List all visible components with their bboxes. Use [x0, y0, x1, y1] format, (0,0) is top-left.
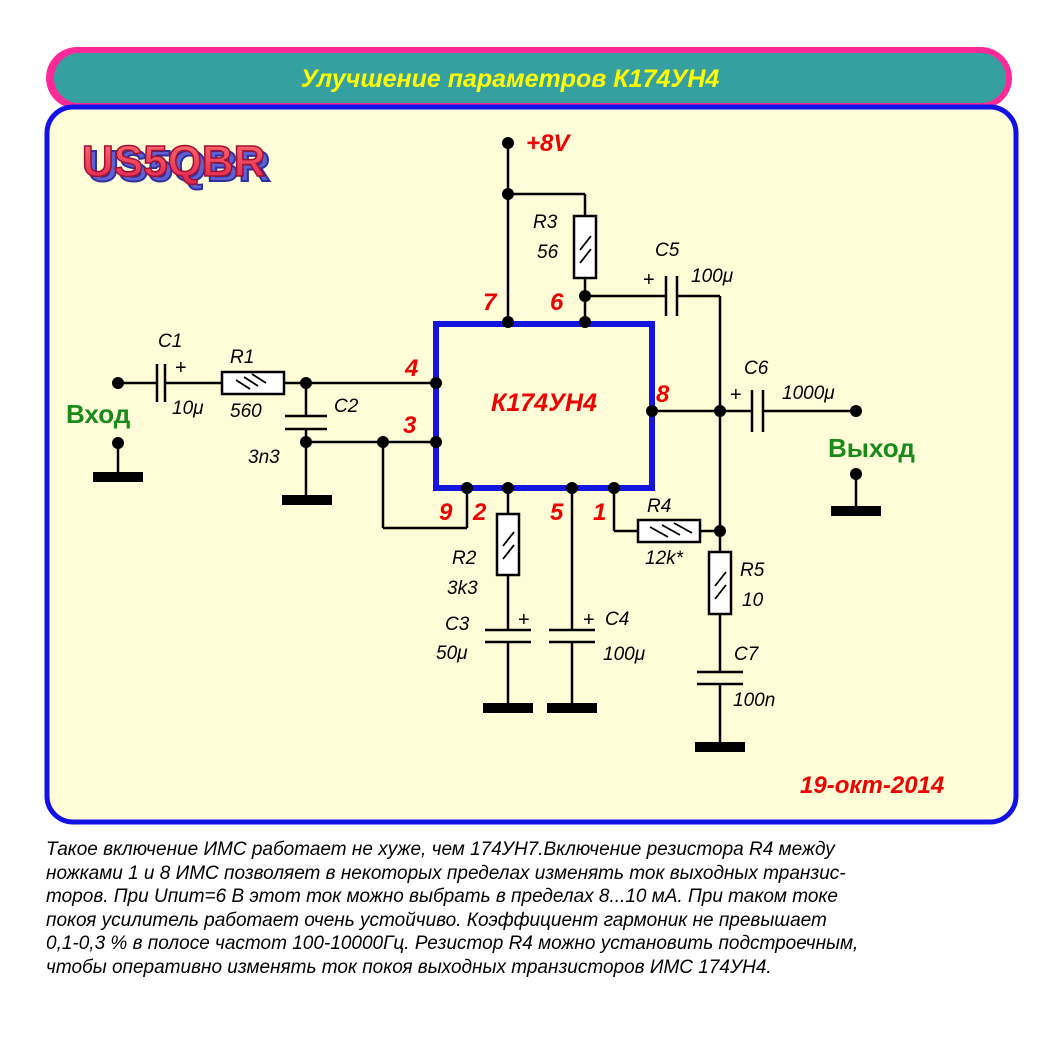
pin-4: 4 [404, 355, 418, 382]
c3-name: C3 [445, 614, 470, 635]
c7-value: 100n [733, 690, 775, 711]
c6-value: 1000μ [782, 383, 835, 404]
c5-name: C5 [655, 240, 680, 261]
c3-plus: + [518, 609, 530, 631]
ic-label: К174УН4 [491, 389, 597, 417]
description-line: Такое включение ИМС работает не хуже, че… [46, 839, 835, 860]
date-label: 19-окт-2014 [800, 772, 944, 799]
c3-value: 50μ [436, 643, 468, 664]
description-line: торов. При Uпит=6 В этот ток можно выбра… [46, 886, 838, 907]
pin-2: 2 [472, 499, 487, 526]
r5-name: R5 [740, 560, 765, 581]
description-text: Такое включение ИМС работает не хуже, че… [46, 838, 1006, 979]
pin-numbers: 7 6 4 3 8 9 2 5 1 [403, 289, 670, 526]
r2-name: R2 [452, 548, 477, 569]
resistor-marks [235, 235, 727, 600]
polarity-marks: + + + + + [175, 269, 742, 631]
c1-name: C1 [158, 331, 182, 352]
pin-7: 7 [483, 289, 498, 316]
ground-symbols [93, 472, 881, 752]
r5-value: 10 [742, 590, 764, 611]
r3-body [572, 214, 598, 280]
r1-name: R1 [230, 347, 254, 368]
output-label: Выход [828, 433, 915, 463]
r2-body [495, 512, 521, 577]
r1-value: 560 [230, 401, 262, 422]
r3-value: 56 [537, 242, 559, 263]
resistor-bodies [220, 214, 733, 616]
c6-plus: + [730, 384, 742, 406]
pin-6: 6 [550, 289, 564, 316]
pin-3: 3 [403, 412, 417, 439]
pin-5: 5 [550, 499, 564, 526]
c1-value: 10μ [172, 398, 204, 419]
c4-value: 100μ [603, 644, 646, 665]
component-labels: C1 10μ R1 560 C2 3n3 R3 56 C5 100μ C6 10… [158, 212, 835, 711]
description-line: 0,1-0,3 % в полосе частот 100-10000Гц. Р… [46, 933, 859, 954]
supply-label: +8V [526, 130, 571, 157]
c4-plus: + [583, 609, 595, 631]
r3-name: R3 [533, 212, 558, 233]
r2-value: 3k3 [447, 578, 478, 599]
description-line: покоя усилитель работает очень устойчиво… [46, 909, 827, 931]
description-line: чтобы оперативно изменять ток покоя выхо… [46, 956, 772, 978]
r4-value: 12k* [645, 548, 684, 569]
ic-body [433, 321, 655, 491]
c5-value: 100μ [691, 266, 734, 287]
c5-plus: + [643, 269, 655, 291]
c6-name: C6 [744, 358, 769, 379]
r4-name: R4 [647, 496, 671, 517]
logo: US5QBR [82, 137, 265, 186]
c1-plus: + [175, 357, 187, 379]
header-bar [54, 53, 1006, 103]
pin-1: 1 [593, 499, 606, 526]
capacitor-plates [155, 276, 765, 686]
junction-dots [112, 137, 862, 537]
c7-name: C7 [734, 644, 760, 665]
c2-value: 3n3 [248, 447, 280, 468]
page-title: Улучшение параметров К174УН4 [301, 65, 720, 93]
r4-body [636, 518, 702, 544]
c2-name: C2 [334, 396, 359, 417]
input-label: Вход [66, 399, 131, 429]
description-line: ножками 1 и 8 ИМС позволяет в некоторых … [46, 862, 846, 884]
c4-name: C4 [605, 609, 629, 630]
r5-body [707, 550, 733, 616]
logo-shadow: US5QBR [87, 142, 270, 191]
pin-8: 8 [656, 381, 670, 408]
pin-9: 9 [439, 499, 453, 526]
